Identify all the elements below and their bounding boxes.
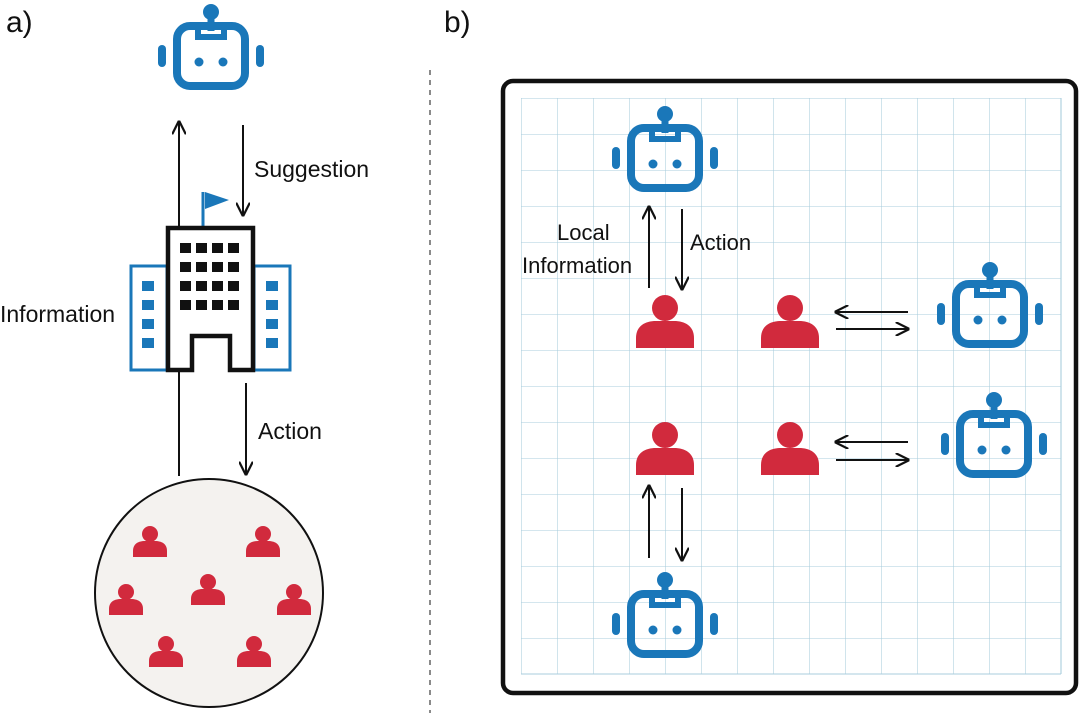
grid-frame — [500, 78, 1079, 696]
panel-b-label: b) — [444, 6, 471, 39]
action-label-b: Action — [690, 230, 751, 255]
robot-icon-central — [158, 4, 264, 86]
grid-world — [521, 98, 1061, 674]
action-label-a: Action — [258, 418, 322, 444]
information-label: Information — [0, 301, 115, 327]
building-icon — [129, 192, 292, 373]
information-label-b: Information — [522, 253, 632, 278]
panel-a-label: a) — [6, 6, 33, 39]
suggestion-label: Suggestion — [254, 156, 369, 182]
local-label: Local — [557, 220, 610, 245]
